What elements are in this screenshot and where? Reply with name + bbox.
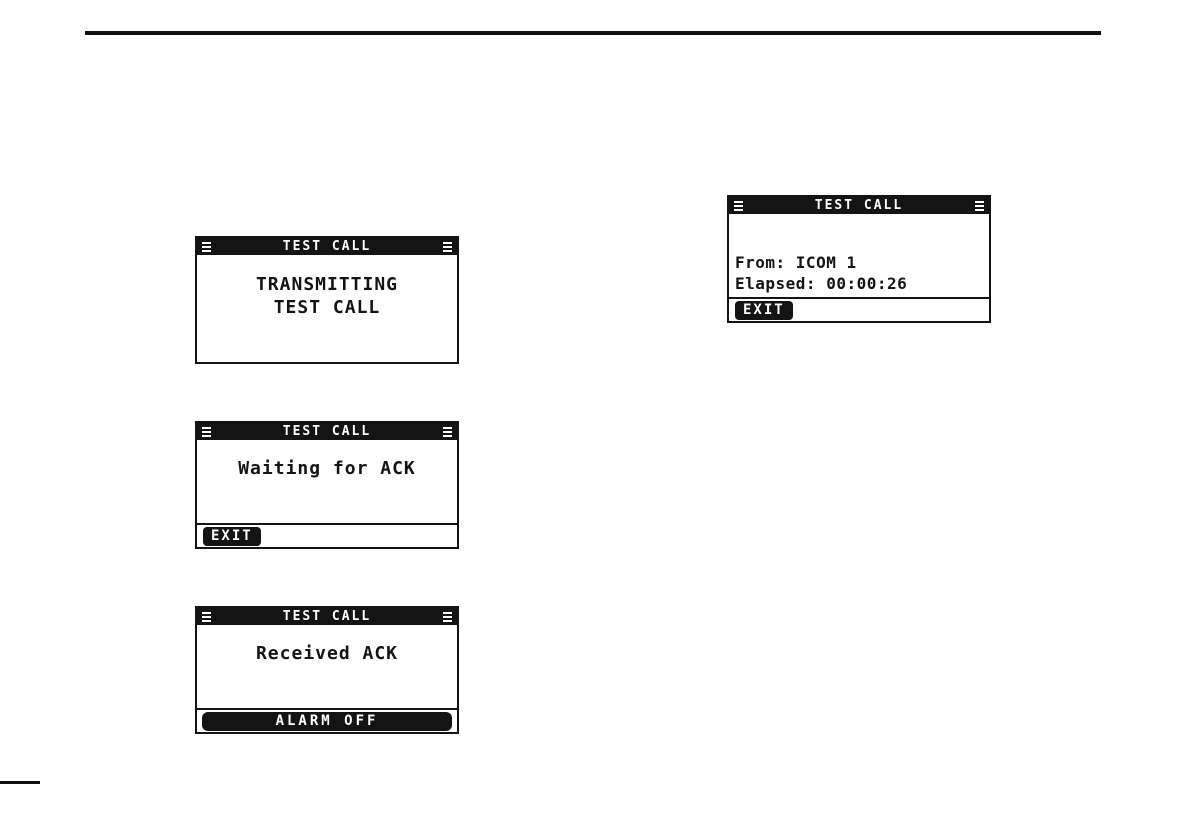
lcd-header: TEST CALL bbox=[197, 423, 457, 440]
lcd-title: TEST CALL bbox=[282, 239, 372, 254]
hamburger-menu-icon-right[interactable] bbox=[443, 241, 452, 252]
exit-button[interactable]: EXIT bbox=[203, 526, 261, 546]
lcd-text-line: Received ACK bbox=[255, 643, 399, 664]
from-line: From: ICOM 1 bbox=[735, 253, 857, 272]
hamburger-menu-icon-left[interactable] bbox=[202, 426, 211, 437]
lcd-screen-received-ack: TEST CALL Received ACK ALARM OFF bbox=[195, 606, 459, 734]
lcd-body: Received ACK bbox=[197, 625, 457, 708]
lcd-text-line: TRANSMITTING bbox=[255, 273, 399, 295]
softkey-bar: EXIT bbox=[729, 297, 989, 321]
lcd-text-line: TEST CALL bbox=[273, 296, 381, 318]
hamburger-menu-icon-left[interactable] bbox=[202, 241, 211, 252]
page-top-rule bbox=[85, 31, 1101, 35]
lcd-screen-transmitting-test-call: TEST CALL TRANSMITTING TEST CALL bbox=[195, 236, 459, 364]
hamburger-menu-icon-left[interactable] bbox=[734, 200, 743, 211]
softkey-bar: EXIT bbox=[197, 523, 457, 547]
hamburger-menu-icon-left[interactable] bbox=[202, 611, 211, 622]
lcd-title: TEST CALL bbox=[282, 609, 372, 624]
lcd-title: TEST CALL bbox=[282, 424, 372, 439]
hamburger-menu-icon-right[interactable] bbox=[443, 426, 452, 437]
lcd-body: TRANSMITTING TEST CALL bbox=[197, 255, 457, 362]
lcd-body: Waiting for ACK bbox=[197, 440, 457, 523]
hamburger-menu-icon-right[interactable] bbox=[975, 200, 984, 211]
lcd-header: TEST CALL bbox=[197, 608, 457, 625]
lcd-body: From: ICOM 1 Elapsed: 00:00:26 bbox=[729, 214, 989, 297]
hamburger-menu-icon-right[interactable] bbox=[443, 611, 452, 622]
lcd-header: TEST CALL bbox=[197, 238, 457, 255]
softkey-bar: ALARM OFF bbox=[197, 708, 457, 732]
page-footer-mark bbox=[0, 781, 40, 784]
alarm-off-button[interactable]: ALARM OFF bbox=[202, 711, 452, 731]
lcd-header: TEST CALL bbox=[729, 197, 989, 214]
lcd-screen-waiting-for-ack: TEST CALL Waiting for ACK EXIT bbox=[195, 421, 459, 549]
elapsed-line: Elapsed: 00:00:26 bbox=[735, 274, 908, 293]
lcd-title: TEST CALL bbox=[814, 198, 904, 213]
exit-button[interactable]: EXIT bbox=[735, 300, 793, 320]
lcd-screen-test-call-elapsed: TEST CALL From: ICOM 1 Elapsed: 00:00:26… bbox=[727, 195, 991, 323]
lcd-text-line: Waiting for ACK bbox=[238, 458, 416, 479]
